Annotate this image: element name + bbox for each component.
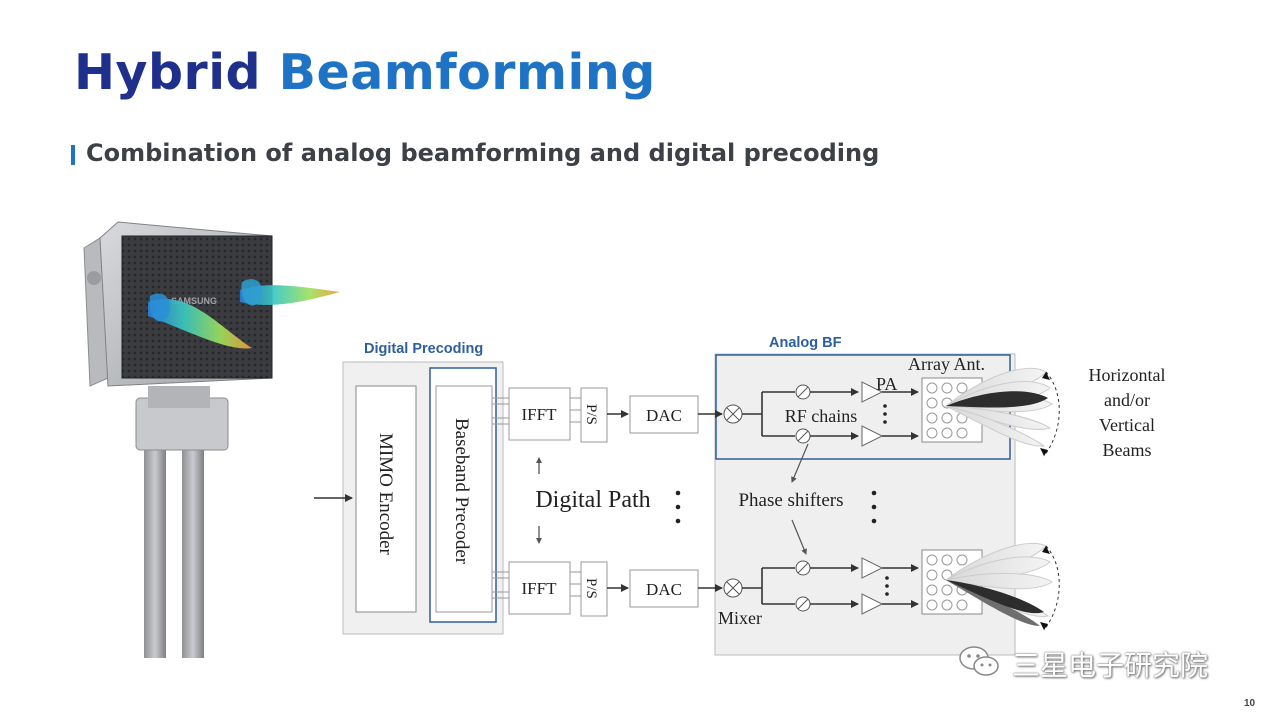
mimo-encoder-label: MIMO Encoder	[375, 433, 396, 556]
rf-chains-label: RF chains	[785, 406, 858, 426]
ps-label-top: P/S	[583, 404, 599, 425]
wechat-icon	[958, 644, 1002, 680]
beams-label-line1: Horizontal	[1089, 365, 1166, 385]
phase-shifters-label: Phase shifters	[738, 490, 843, 511]
mixer-label: Mixer	[718, 608, 762, 628]
baseband-precoder-label: Baseband Precoder	[451, 418, 472, 565]
rf-chains-ellipsis	[883, 404, 887, 424]
ps-label-bottom: P/S	[583, 578, 599, 599]
digital-path-ellipsis	[676, 491, 681, 524]
beams-label-line2: and/or	[1104, 390, 1150, 410]
watermark-text: 三星电子研究院	[1012, 644, 1208, 684]
ifft-label-top: IFFT	[522, 405, 558, 424]
beams-label-line3: Vertical	[1099, 415, 1155, 435]
pa-label: PA	[876, 374, 897, 394]
dac-label-top: DAC	[646, 406, 682, 425]
ifft-label-bottom: IFFT	[522, 579, 558, 598]
analog-bf-label: Analog BF	[769, 335, 842, 351]
dac-label-bottom: DAC	[646, 580, 682, 599]
digital-path-label: Digital Path	[535, 487, 650, 513]
page-number: 10	[1244, 698, 1255, 709]
array-ant-label: Array Ant.	[908, 354, 985, 374]
rf-chains-ellipsis-bottom	[885, 576, 889, 596]
beams-label-line4: Beams	[1103, 440, 1152, 460]
digital-precoding-label: Digital Precoding	[364, 341, 483, 357]
